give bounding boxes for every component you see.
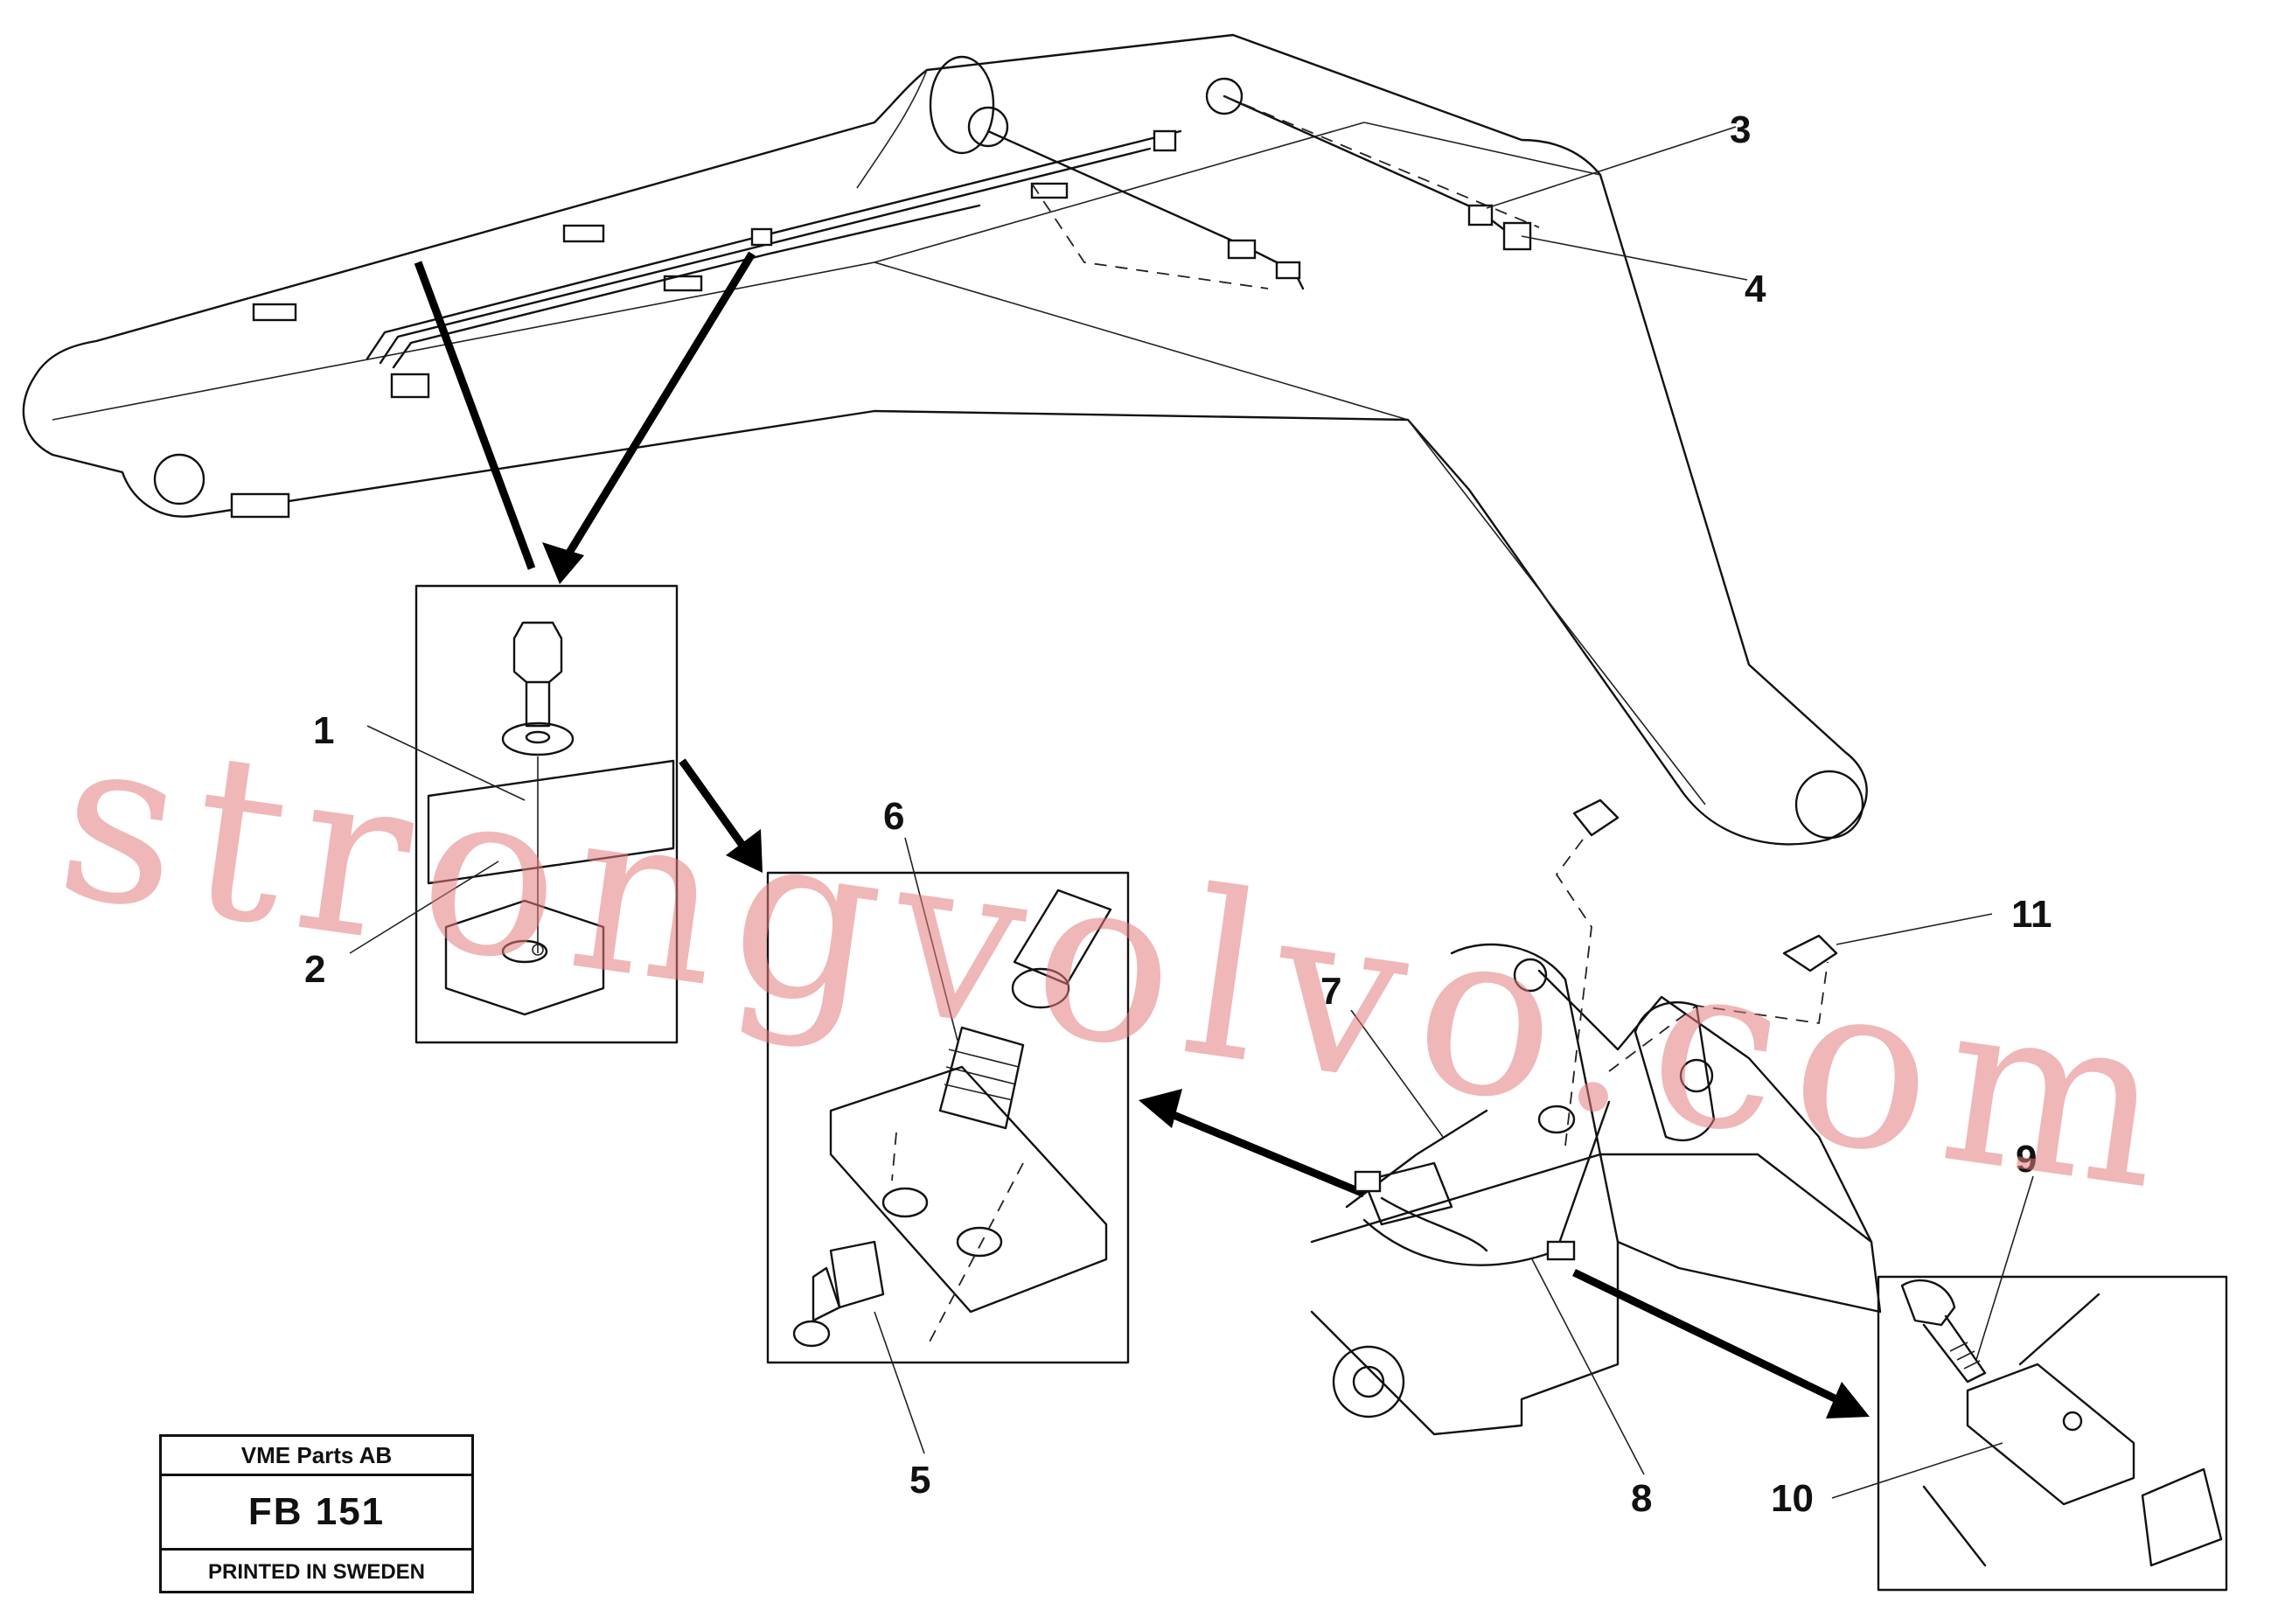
title-block-code: FB 151 [162,1476,471,1551]
callout-6: 6 [883,795,904,838]
title-block: VME Parts AB FB 151 PRINTED IN SWEDEN [159,1434,474,1593]
callout-10: 10 [1771,1477,1814,1520]
callout-2: 2 [304,948,325,991]
detail-pin [1877,1275,2228,1592]
callout-9: 9 [2016,1138,2037,1181]
callout-11: 11 [2011,893,2052,936]
callout-1: 1 [313,709,334,752]
arm-linkage [1310,798,1882,1436]
callout-8: 8 [1631,1477,1652,1520]
detail-clamp [414,251,763,1044]
watermark-text: strongvolvo.com [45,684,2194,1243]
callout-3: 3 [1730,108,1751,151]
callout-7: 7 [1320,970,1341,1013]
boom-outline [22,33,1868,846]
callout-5: 5 [909,1459,930,1502]
title-block-company: VME Parts AB [162,1437,471,1476]
title-block-printed: PRINTED IN SWEDEN [207,1560,425,1584]
boom-hoses [366,94,1540,399]
detail-fitting [766,871,1366,1364]
leader-lines [349,126,2034,1499]
callout-4: 4 [1745,268,1766,310]
